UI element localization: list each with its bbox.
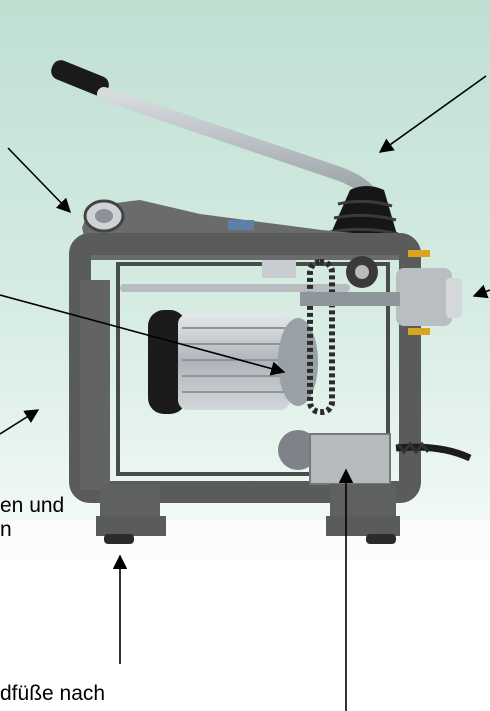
pipe-chuck xyxy=(300,250,462,335)
caption-line: n xyxy=(0,518,12,541)
rubber-bellows xyxy=(328,186,399,240)
gradient-fade xyxy=(0,520,490,580)
caption-feet: dfüße nach xyxy=(0,682,106,705)
arrow-icon xyxy=(378,75,487,153)
drive-gear xyxy=(307,256,378,415)
caption-wire-clamp: en und n xyxy=(0,494,64,542)
arrow-icon xyxy=(472,284,490,299)
caption-line: en und xyxy=(0,494,65,517)
electric-motor xyxy=(148,310,318,414)
base-feet xyxy=(96,484,400,544)
machine-frame xyxy=(69,233,421,503)
arrow-icon xyxy=(0,294,286,376)
arrow-icon xyxy=(0,409,40,435)
arrow-icon xyxy=(7,147,72,214)
